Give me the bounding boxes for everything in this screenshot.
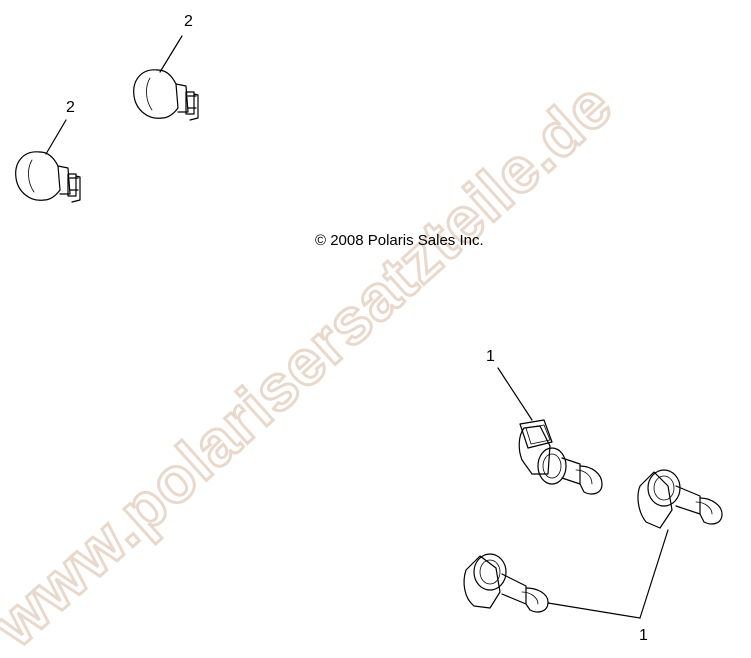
leader-line-1-lower-b [639,529,669,619]
headlight-bulb-right[interactable] [637,469,723,529]
headlight-bulb-lower[interactable] [463,553,549,613]
callout-2-left: 2 [66,99,75,116]
leader-line-1-upper [497,367,533,421]
wedge-bulb-top[interactable] [133,69,199,121]
leader-line-1-lower-a [547,602,641,619]
leader-line-2-left [45,119,67,155]
headlight-bulb-upper[interactable] [518,419,603,495]
callout-1-upper: 1 [486,348,495,365]
leader-line-2-top [159,35,183,73]
copyright-notice: © 2008 Polaris Sales Inc. [315,232,484,249]
callout-2-top: 2 [184,13,193,30]
callout-1-lower: 1 [639,627,648,644]
wedge-bulb-left[interactable] [15,151,81,203]
